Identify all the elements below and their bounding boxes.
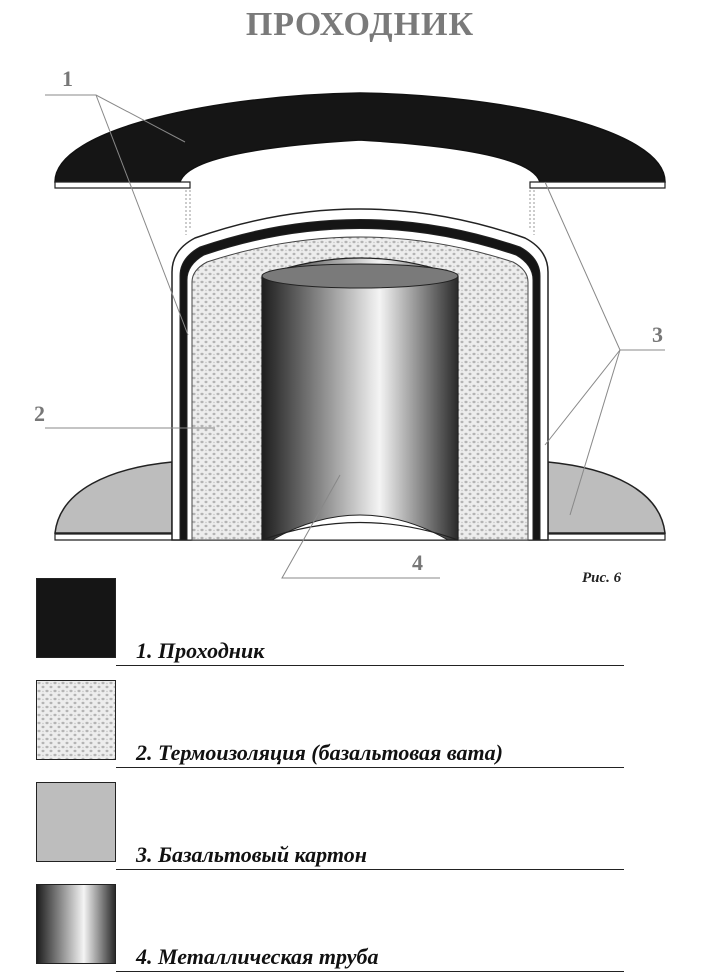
legend-item-1: 1. Проходник [36,578,624,666]
top-collar [54,92,666,235]
legend-rule [116,869,624,870]
swatch-cardboard [36,782,116,862]
swatch-insulation [36,680,116,760]
callout-3: 3 [652,322,663,347]
swatch-pipe [36,884,116,964]
legend-item-4: 4. Металлическая труба [36,884,624,972]
metal-pipe [261,257,459,541]
legend-rule [116,665,624,666]
legend-item-2: 2. Термоизоляция (базальтовая вата) [36,680,624,768]
callout-1: 1 [62,66,73,91]
callout-2: 2 [34,401,45,426]
legend-rule [116,767,624,768]
figure-caption: Рис. 6 [582,570,622,586]
swatch-black [36,578,116,658]
legend-label: 2. Термоизоляция (базальтовая вата) [136,740,503,765]
legend-label: 4. Металлическая труба [136,944,379,969]
page-title: ПРОХОДНИК [245,6,475,43]
legend-label: 1. Проходник [136,638,265,663]
legend-label: 3. Базальтовый картон [136,842,367,867]
insulation-texture-icon [37,681,115,759]
leader-lines [45,94,665,579]
pass-through-diagram: 1 2 3 4 Рис. 6 [34,66,666,586]
callout-4: 4 [412,550,423,575]
legend-rule [116,971,624,972]
legend-item-3: 3. Базальтовый картон [36,782,624,870]
